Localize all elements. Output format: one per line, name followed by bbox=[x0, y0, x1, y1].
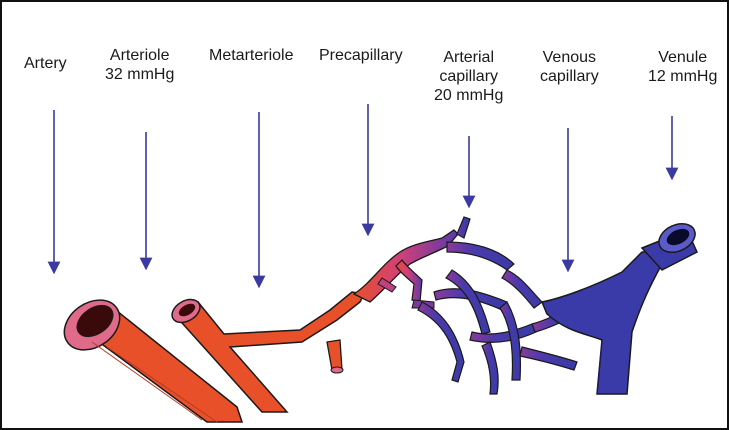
pointer-arrows bbox=[54, 104, 672, 282]
